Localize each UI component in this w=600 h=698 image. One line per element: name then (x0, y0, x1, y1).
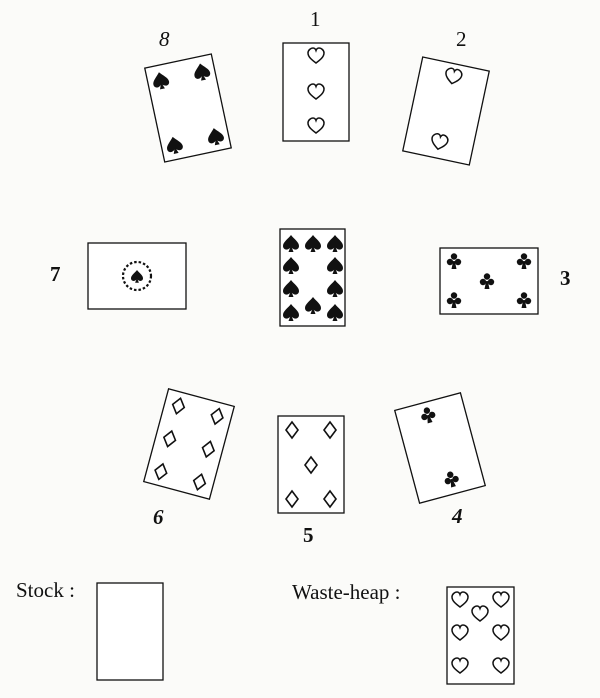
card-position-5 (277, 415, 345, 514)
card-position-1 (282, 42, 350, 142)
position-label-3: 3 (560, 266, 571, 290)
card-position-3 (439, 247, 539, 315)
card-position-7 (87, 242, 187, 310)
position-label-5: 5 (303, 523, 314, 547)
position-label-2: 2 (456, 27, 467, 51)
position-label-1: 1 (310, 7, 321, 31)
position-label-7: 7 (50, 262, 61, 286)
waste-heap-caption: Waste-heap : (292, 580, 401, 604)
waste-heap-card (446, 586, 515, 685)
stock-caption: Stock : (16, 578, 75, 602)
card-position-2 (401, 56, 491, 166)
position-label-6: 6 (153, 505, 164, 529)
card-position-4 (393, 392, 487, 504)
card-position-6 (142, 388, 236, 500)
position-label-8: 8 (159, 27, 170, 51)
card-position-8 (143, 53, 233, 163)
wreath-icon (121, 260, 153, 292)
position-label-4: 4 (452, 504, 463, 528)
card-center-spades (279, 228, 346, 327)
stock-card (96, 582, 164, 681)
